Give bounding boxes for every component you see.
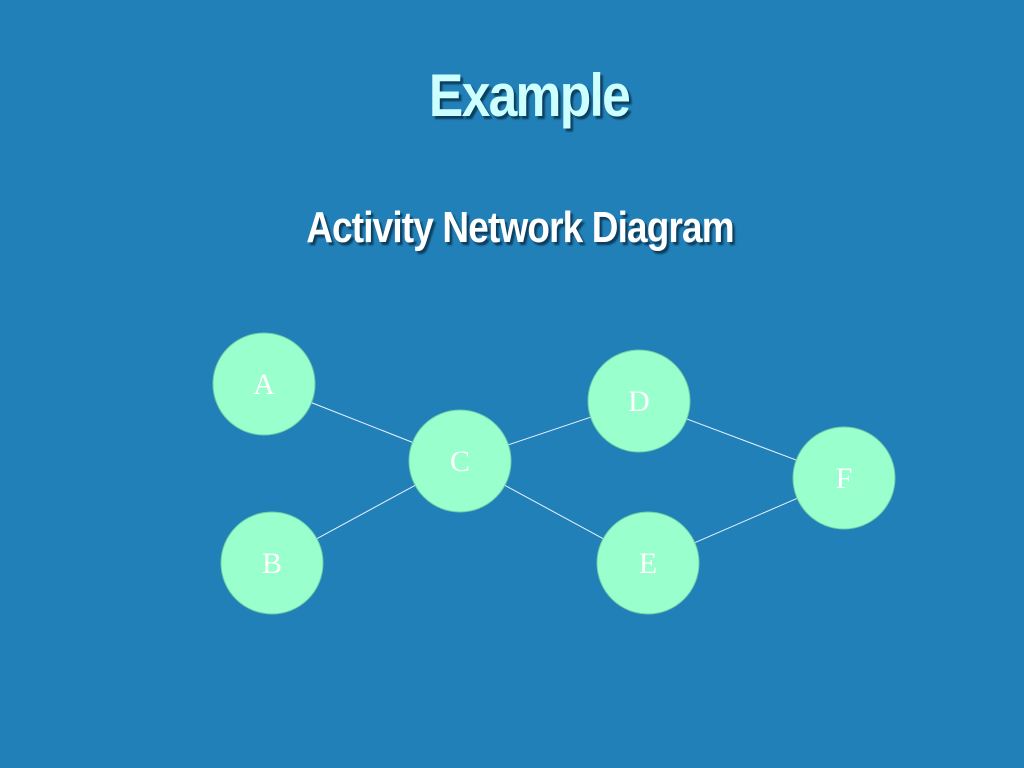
slide-subtitle: Activity Network Diagram (306, 203, 734, 252)
node-label-c: C (450, 445, 470, 478)
node-e: E (596, 511, 700, 615)
node-circle-e (596, 511, 700, 615)
node-circle-b (220, 511, 324, 615)
slide-title: Example (428, 62, 631, 129)
node-label-e: E (639, 547, 657, 580)
node-circle-a (212, 332, 316, 436)
node-circle-f (792, 426, 896, 530)
edge-a-c (311, 402, 413, 443)
edge-c-d (508, 416, 591, 446)
edge-d-f (686, 418, 797, 461)
edge-e-f (694, 497, 798, 544)
node-label-d: D (628, 385, 650, 418)
node-circle-c (408, 409, 512, 513)
node-d: D (587, 349, 691, 453)
node-label-b: B (262, 547, 282, 580)
diagram-nodes: A B C D E F (212, 332, 896, 615)
node-a: A (212, 332, 316, 436)
edge-b-c (316, 484, 416, 540)
edge-c-e (504, 484, 604, 540)
node-c: C (408, 409, 512, 513)
diagram-edges (311, 402, 798, 544)
node-label-f: F (836, 462, 853, 495)
node-b: B (220, 511, 324, 615)
node-circle-d (587, 349, 691, 453)
node-label-a: A (253, 368, 275, 401)
node-f: F (792, 426, 896, 530)
